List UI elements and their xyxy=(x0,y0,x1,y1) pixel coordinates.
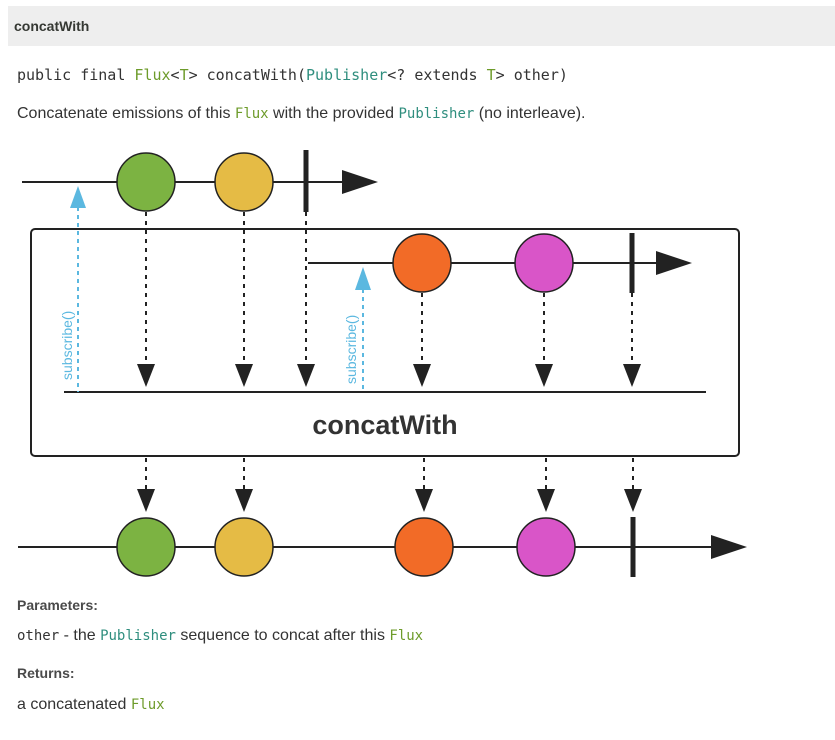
sig-type-param: T xyxy=(179,66,189,84)
input-arrowheads xyxy=(137,364,641,387)
param-text: sequence to concat after this xyxy=(175,627,390,644)
other-marble-magenta xyxy=(514,233,574,293)
sig-prefix: public final xyxy=(17,66,135,84)
param-dash: - the xyxy=(59,627,101,644)
sig-gt: > xyxy=(188,66,198,84)
subscribe-label-2: subscribe() xyxy=(343,315,359,384)
desc-part3: (no interleave). xyxy=(474,105,586,122)
subscribe-arrow-2 xyxy=(355,267,371,392)
param-name: other xyxy=(17,628,60,644)
sig-flux-link[interactable]: Flux xyxy=(134,66,171,84)
parameter-description: other - the Publisher sequence to concat… xyxy=(17,627,423,645)
sig-suffix: > other) xyxy=(495,66,568,84)
parameters-heading: Parameters: xyxy=(17,597,98,613)
source-arrowhead xyxy=(342,170,378,194)
returns-text: a concatenated xyxy=(17,696,131,713)
sig-publisher-link[interactable]: Publisher xyxy=(306,66,388,84)
desc-part1: Concatenate emissions of this xyxy=(17,105,235,122)
returns-heading: Returns: xyxy=(17,665,75,681)
param-flux-link[interactable]: Flux xyxy=(389,628,424,644)
output-arrowhead xyxy=(711,535,747,559)
method-description: Concatenate emissions of this Flux with … xyxy=(17,105,586,123)
other-arrowhead xyxy=(656,251,692,275)
other-timeline xyxy=(308,233,692,293)
output-marble-green xyxy=(116,517,176,577)
source-timeline xyxy=(22,150,378,212)
desc-part2: with the provided xyxy=(268,105,399,122)
sig-method: concatWith( xyxy=(197,66,306,84)
subscribe-label-1: subscribe() xyxy=(59,311,75,380)
returns-flux-link[interactable]: Flux xyxy=(130,697,165,713)
param-publisher-link[interactable]: Publisher xyxy=(100,628,176,644)
output-timeline xyxy=(18,517,747,577)
desc-flux-link[interactable]: Flux xyxy=(234,106,269,122)
output-marble-magenta xyxy=(516,517,576,577)
desc-publisher-link[interactable]: Publisher xyxy=(398,106,475,122)
source-marble-green xyxy=(116,152,176,212)
output-marble-orange xyxy=(394,517,454,577)
input-arrows xyxy=(145,212,633,364)
subscribe-arrow-1 xyxy=(70,186,86,392)
marble-diagram: subscribe() subscribe() concatWith xyxy=(18,150,747,577)
method-header: concatWith xyxy=(8,6,835,46)
output-arrows xyxy=(145,458,634,490)
output-arrowheads xyxy=(137,489,642,512)
operator-label: concatWith xyxy=(312,410,457,440)
sig-mid: <? extends xyxy=(387,66,487,84)
other-marble-orange xyxy=(392,233,452,293)
output-marble-yellow xyxy=(214,517,274,577)
method-title: concatWith xyxy=(14,18,90,34)
source-marble-yellow xyxy=(214,152,274,212)
sig-lt: < xyxy=(170,66,180,84)
sig-type-param-2: T xyxy=(486,66,496,84)
returns-description: a concatenated Flux xyxy=(17,696,165,714)
method-signature: public final Flux<T> concatWith(Publishe… xyxy=(17,66,568,84)
